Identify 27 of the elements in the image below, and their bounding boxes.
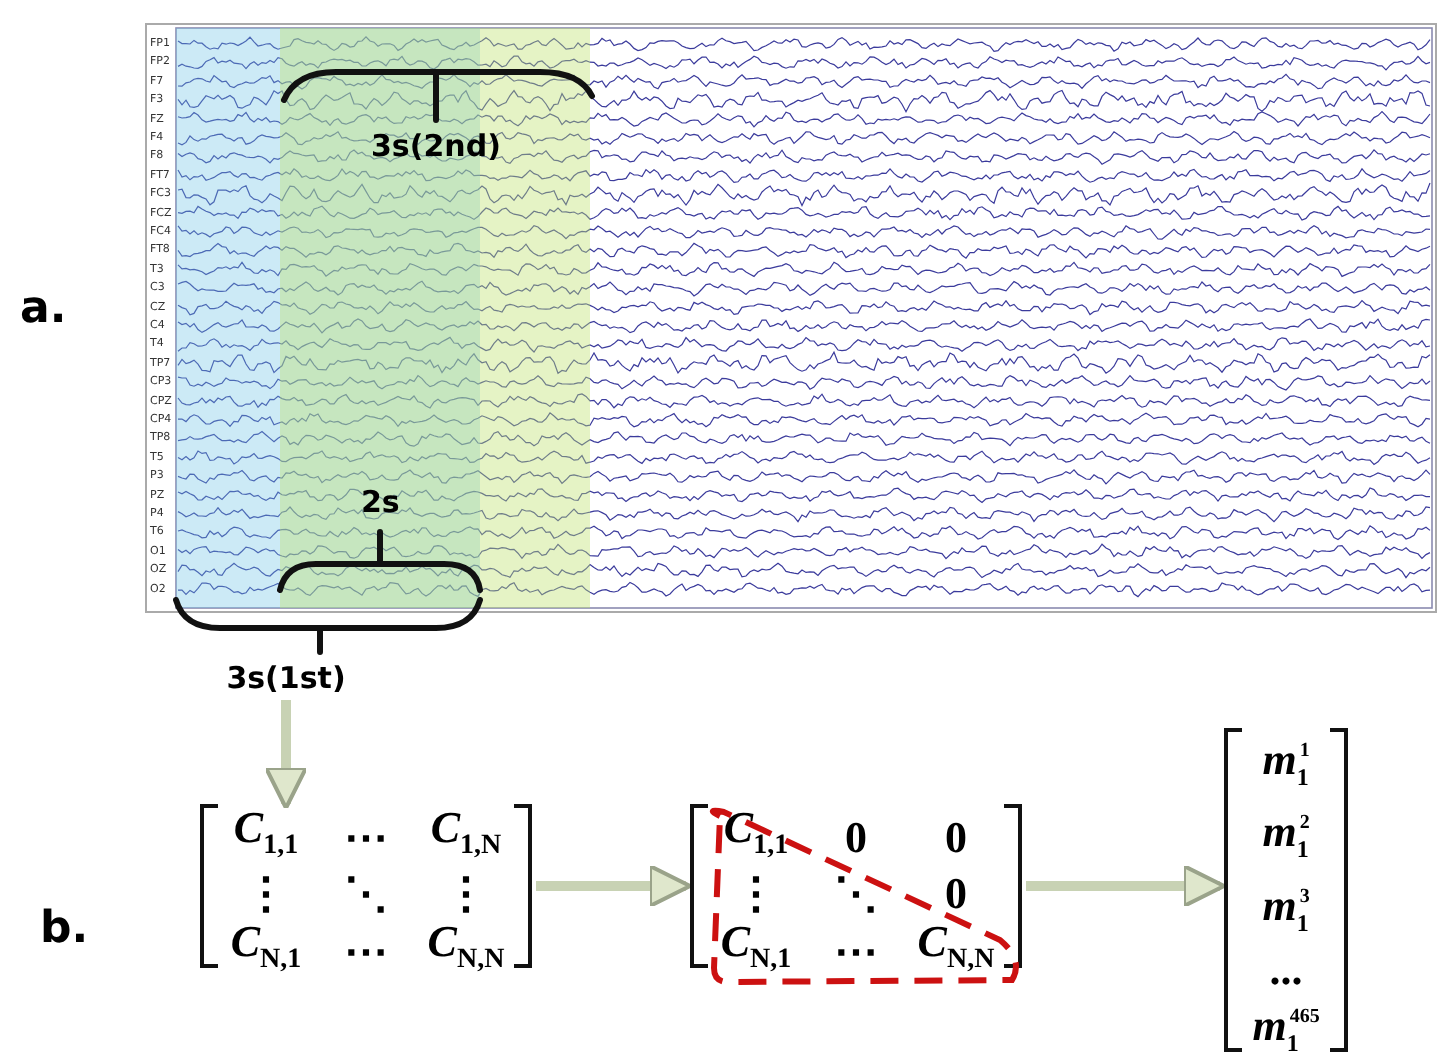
matrix-entry: C$_{1,N}$ [430,804,502,865]
matrix-entry: ⋱ [344,870,388,919]
matrix-entry: C$_{N,1}$ [230,918,302,980]
panel-label: a. [20,284,67,334]
matrix-entry: ⋮ [244,870,288,919]
matrix-entry: C$_{1,1}$ [233,804,299,865]
panel-label: b. [40,904,89,954]
matrix-entry: C$_{N,1}$ [720,918,792,980]
matrix-entry: ⋮ [734,870,778,919]
matrix-entry: ⋱ [834,870,878,919]
matrix-entry: ⋯ [344,813,388,862]
arrow [264,700,308,810]
matrix-entry: C$_{N,N}$ [917,918,995,980]
matrix-entry: 0 [945,870,967,919]
time-span-label: 3s(1st) [216,656,356,700]
matrix-entry: C$_{1,1}$ [723,804,789,865]
time-span-label: 3s(2nd) [371,128,501,164]
matrix-entry: ⋯ [834,928,878,977]
time-span-label: 2s [361,484,400,520]
arrow [536,864,692,908]
arrow [1026,864,1226,908]
matrix-entry: ⋯ [344,928,388,977]
matrix-entry: 0 [945,813,967,862]
matrix-entry: ... [1269,946,1303,995]
matrix-entry: C$_{N,N}$ [427,918,505,980]
matrix-entry: ⋮ [444,870,488,919]
matrix-entry: 0 [845,813,867,862]
